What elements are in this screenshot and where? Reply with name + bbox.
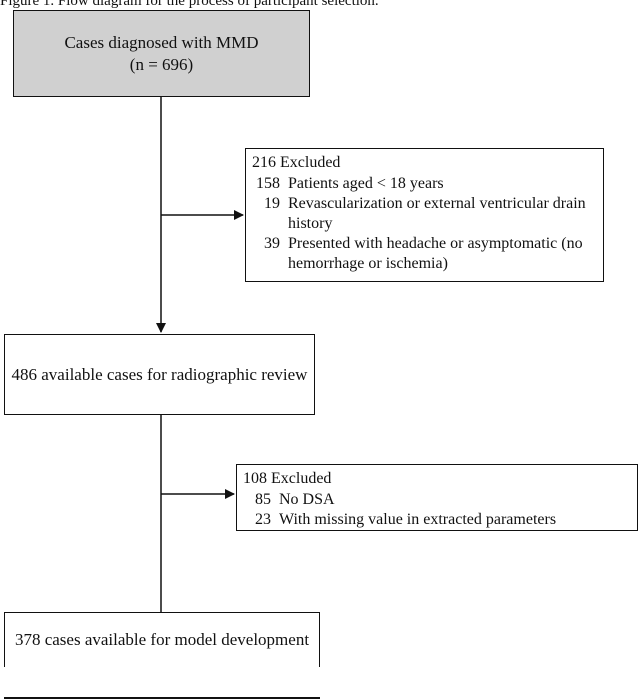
figure-caption: Figure 1. Flow diagram for the process o… [0, 0, 379, 9]
box-radiographic-review: 486 available cases for radiographic rev… [4, 334, 315, 415]
box-model-development-visible: 378 cases available for model developmen… [4, 612, 320, 667]
box-cases-diagnosed-line2: (n = 696) [129, 54, 194, 74]
box-radiographic-review-text: 486 available cases for radiographic rev… [11, 364, 308, 384]
excluded-1-item: 39 Presented with headache or asymptomat… [252, 234, 603, 274]
excluded-count: 19 [264, 195, 280, 212]
excluded-count: 158 [256, 175, 280, 192]
excluded-count: 23 [255, 511, 271, 528]
box-cases-diagnosed: Cases diagnosed with MMD (n = 696) [13, 10, 310, 97]
excluded-2-item: 23 With missing value in extracted param… [243, 510, 637, 530]
excluded-1-item: 158 Patients aged < 18 years [252, 174, 603, 194]
excluded-2-item: 85 No DSA [243, 490, 637, 510]
excluded-count: 85 [255, 491, 271, 508]
excluded-count: 39 [264, 235, 280, 252]
excluded-1-item: 19 Revascularization or external ventric… [252, 194, 603, 234]
excluded-1-header: 216 Excluded [252, 154, 341, 171]
excluded-reason: With missing value in extracted paramete… [279, 511, 557, 528]
box-excluded-1: 216 Excluded 158 Patients aged < 18 year… [245, 148, 604, 282]
excluded-reason: Revascularization or external ventricula… [288, 195, 586, 232]
excluded-2-header: 108 Excluded [243, 470, 332, 487]
excluded-reason: No DSA [279, 491, 335, 508]
box-model-development-text: 378 cases available for model developmen… [14, 630, 310, 649]
excluded-reason: Patients aged < 18 years [288, 175, 444, 192]
box-excluded-2: 108 Excluded 85 No DSA 23 With missing v… [236, 464, 638, 531]
box-cases-diagnosed-line1: Cases diagnosed with MMD [64, 32, 259, 52]
excluded-reason: Presented with headache or asymptomatic … [288, 235, 583, 272]
